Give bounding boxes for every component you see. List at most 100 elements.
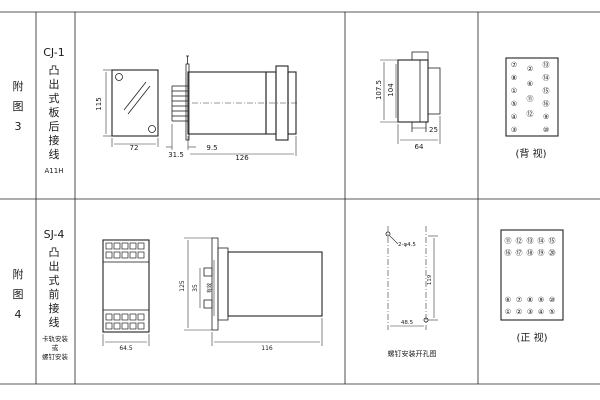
- type-char: 凸: [49, 64, 60, 77]
- relay-code: CJ-1: [43, 46, 65, 59]
- terminal: ⑬: [543, 61, 550, 69]
- row2-front-terminals: ⑪ ⑫ ⑬ ⑭ ⑮ ⑯ ⑰ ⑱ ⑲ ⑳ ⑥ ⑦ ⑧ ⑨ ⑩ ① ② ③ ④ ⑤ …: [500, 229, 564, 344]
- terminal-row-bottom-b: ① ② ③ ④ ⑤: [505, 308, 555, 316]
- terminal: ⑥: [527, 80, 533, 88]
- dim-hole-width: 48.5: [401, 320, 414, 326]
- row1-side-profile: 31.5 9.5 126: [166, 55, 298, 162]
- mount-note: 螺钉安装: [42, 352, 69, 361]
- dim-slot: 25: [429, 126, 438, 134]
- fig-prefix: 附: [13, 267, 24, 281]
- table-grid: [0, 11, 600, 385]
- dim-depth: 126: [235, 154, 249, 162]
- dim-outer: 107.5: [375, 80, 383, 100]
- relay-code: SJ-4: [44, 228, 65, 241]
- terminal: ⑪: [527, 95, 534, 103]
- terminal: ③: [527, 308, 533, 316]
- type-char: 凸: [49, 246, 60, 259]
- terminal: ⑩: [543, 126, 549, 134]
- terminal: ⑮: [543, 87, 550, 95]
- dim-inner: 104: [387, 83, 395, 97]
- row2-hole-pattern: 2-φ4.5 119 48.5 螺钉安装开孔图: [385, 226, 438, 358]
- terminal: ③: [511, 126, 517, 134]
- terminal: ⑱: [527, 249, 534, 257]
- type-char: 接: [49, 302, 60, 315]
- view-caption: (背 视): [516, 147, 547, 160]
- dim-side-depth: 116: [261, 345, 273, 352]
- terminal: ①: [511, 87, 517, 95]
- terminal: ⑬: [527, 237, 534, 245]
- sub-code: A11H: [45, 167, 64, 175]
- terminal: ⑫: [527, 110, 534, 118]
- dim-cutout-width: 64: [415, 143, 424, 151]
- terminal: ⑩: [549, 296, 555, 304]
- dim-side-inner: 35: [192, 284, 199, 292]
- type-char: 线: [49, 315, 60, 329]
- terminal: ⑧: [527, 296, 533, 304]
- terminal: ⑫: [516, 237, 523, 245]
- dim-front-width: 64.5: [119, 345, 133, 352]
- terminal: ①: [505, 308, 511, 316]
- dim-hole: 2-φ4.5: [398, 242, 416, 248]
- fig-number: 3: [15, 120, 22, 133]
- dim-panel: 31.5: [168, 151, 184, 159]
- row1-label-cell: 附 图 3: [13, 79, 24, 133]
- fig-prefix: 附: [13, 79, 24, 93]
- mount-note: 卡轨安装: [42, 334, 69, 343]
- terminal: ⑤: [549, 308, 555, 316]
- type-char: 出: [49, 77, 60, 91]
- row2-type-cell: SJ-4 凸 出 式 前 接 线 卡轨安装 或 螺钉安装: [42, 228, 69, 361]
- fig-mid: 图: [13, 100, 24, 113]
- terminal: ⑲: [538, 249, 545, 257]
- dim-side-ref: 有效: [206, 283, 213, 293]
- row1-front-view: 115 72: [95, 69, 159, 152]
- type-char: 出: [49, 259, 60, 273]
- terminal: ⑯: [543, 100, 550, 108]
- terminal: ②: [516, 308, 522, 316]
- type-char: 后: [49, 120, 60, 133]
- terminal: ⑭: [538, 237, 545, 245]
- cutout-caption: 螺钉安装开孔图: [388, 349, 437, 358]
- terminal-row-top-b: ⑯ ⑰ ⑱ ⑲ ⑳: [505, 249, 556, 257]
- type-char: 式: [49, 92, 60, 105]
- terminal: ⑨: [543, 113, 549, 121]
- terminal: ⑧: [511, 74, 517, 82]
- row2-label-cell: 附 图 4: [13, 267, 24, 321]
- dim-height: 115: [95, 97, 103, 110]
- view-caption: (正 视): [517, 331, 548, 344]
- terminal: ⑨: [538, 296, 544, 304]
- dim-side-height: 125: [179, 280, 186, 292]
- fig-number: 4: [15, 308, 22, 321]
- type-char: 接: [49, 134, 60, 147]
- terminal-row-bottom-a: ⑥ ⑦ ⑧ ⑨ ⑩: [505, 296, 555, 304]
- fig-mid: 图: [13, 288, 24, 301]
- terminal: ⑭: [543, 74, 550, 82]
- terminal: ⑥: [505, 296, 511, 304]
- terminal: ⑪: [505, 237, 512, 245]
- terminal: ⑯: [505, 249, 512, 257]
- type-char: 前: [49, 287, 60, 301]
- terminal: ④: [538, 308, 544, 316]
- type-char: 式: [49, 274, 60, 287]
- terminal-row-top-a: ⑪ ⑫ ⑬ ⑭ ⑮: [505, 237, 556, 245]
- row2-side-profile: 125 35 有效 116: [179, 237, 323, 352]
- row2-front-view: 64.5: [102, 239, 150, 352]
- row1-back-view: ⑦ ⑧ ① ⑤ ④ ③ ② ⑥ ⑪ ⑫ ⑬ ⑭ ⑮ ⑯ ⑨ ⑩ (背 视): [505, 57, 559, 160]
- terminal: ⑮: [549, 237, 556, 245]
- terminal: ⑤: [511, 100, 517, 108]
- type-char: 板: [49, 105, 60, 119]
- terminal: ②: [527, 65, 533, 73]
- terminal: ⑦: [511, 61, 517, 69]
- type-char: 线: [49, 147, 60, 161]
- dim-width: 72: [130, 144, 139, 152]
- row1-panel-cutout: 107.5 104 25 64: [375, 51, 441, 151]
- dim-gap: 9.5: [206, 144, 217, 152]
- bottom-terminal-block: [105, 313, 145, 330]
- terminal: ⑳: [549, 249, 556, 257]
- dim-hole-height: 119: [427, 274, 433, 285]
- terminal: ④: [511, 113, 517, 121]
- mount-note: 或: [52, 343, 59, 352]
- terminal: ⑰: [516, 249, 523, 257]
- top-terminal-block: [105, 242, 145, 259]
- row1-type-cell: CJ-1 凸 出 式 板 后 接 线 A11H: [43, 46, 65, 175]
